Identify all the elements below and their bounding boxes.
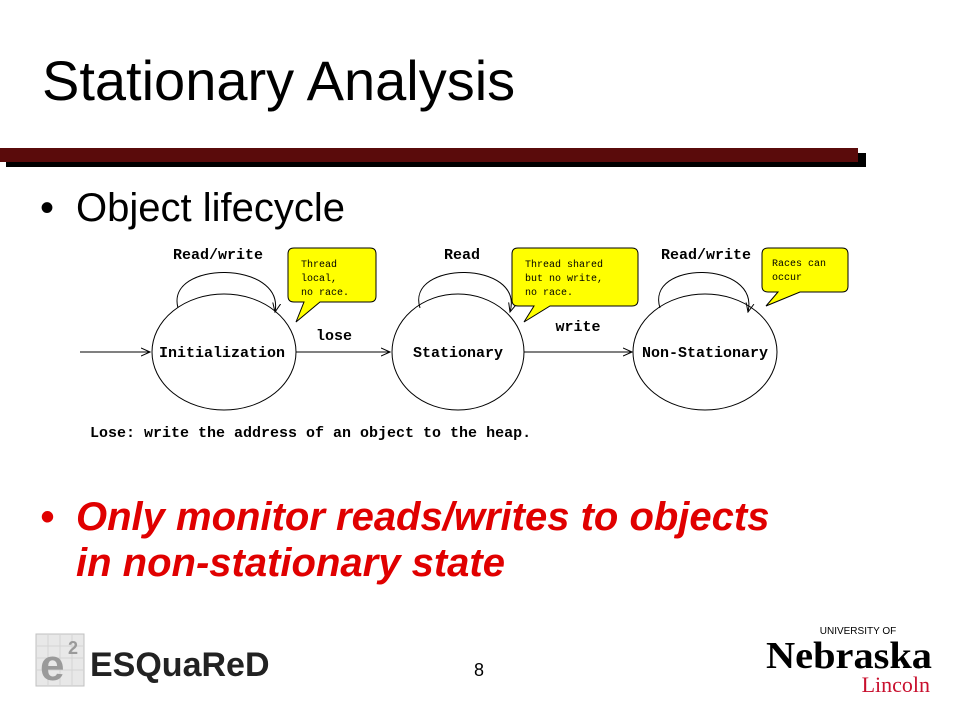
esquared-logo: e 2 ESQuaReD: [35, 633, 270, 690]
loop-label-initialization: Read/write: [173, 247, 263, 264]
slide-title: Stationary Analysis: [42, 49, 516, 112]
callout-races-line1: Races can: [772, 259, 826, 270]
page-number: 8: [474, 660, 485, 680]
state-label-initialization: Initialization: [159, 345, 285, 362]
bullet-object-lifecycle: • Object lifecycle: [40, 186, 345, 231]
bullet-text: Object lifecycle: [76, 186, 345, 230]
bullet-text-line2: in non-stationary state: [76, 541, 505, 585]
callout-races-line2: occur: [772, 273, 802, 284]
callout-races: Races can occur: [761, 247, 849, 307]
nebraska-sub: Lincoln: [862, 672, 930, 697]
callout-thread-local-line3: no race.: [301, 288, 349, 299]
nebraska-top: UNIVERSITY OF: [820, 626, 897, 637]
callout-thread-local-line2: local,: [301, 273, 337, 285]
lose-definition-note: Lose: write the address of an object to …: [90, 425, 531, 442]
bullet-only-monitor: • Only monitor reads/writes to objects in…: [40, 494, 769, 586]
esquared-text: ESQuaReD: [90, 646, 270, 684]
loop-initialization: [176, 272, 276, 312]
state-label-stationary: Stationary: [413, 345, 503, 362]
bullet-dot: •: [40, 495, 55, 539]
esquared-sup: 2: [68, 638, 78, 658]
callout-thread-local: Thread local, no race.: [287, 247, 377, 323]
nebraska-logo: UNIVERSITY OF Nebraska Lincoln: [766, 626, 932, 697]
loop-label-non-stationary: Read/write: [661, 247, 751, 264]
title-divider: [0, 148, 858, 162]
loop-non-stationary: [658, 272, 749, 312]
state-non-stationary: [632, 293, 778, 411]
loop-stationary: [418, 272, 512, 312]
callout-thread-local-line1: Thread: [301, 259, 337, 271]
callout-thread-shared: Thread shared but no write, no race.: [511, 247, 639, 323]
loop-label-stationary: Read: [444, 247, 480, 264]
lifecycle-diagram: Initialization Stationary Non-Stationary…: [80, 247, 849, 442]
transition-label-lose: lose: [316, 328, 352, 345]
bullet-text-line1: Only monitor reads/writes to objects: [76, 495, 770, 539]
nebraska-main: Nebraska: [766, 635, 932, 677]
state-label-non-stationary: Non-Stationary: [642, 345, 768, 362]
callout-thread-shared-line3: no race.: [525, 288, 573, 299]
transition-label-write: write: [555, 319, 600, 336]
esquared-mark: e: [40, 641, 64, 690]
bullet-dot: •: [40, 186, 55, 230]
callout-thread-shared-line2: but no write,: [525, 273, 603, 285]
callout-thread-shared-line1: Thread shared: [525, 259, 603, 271]
